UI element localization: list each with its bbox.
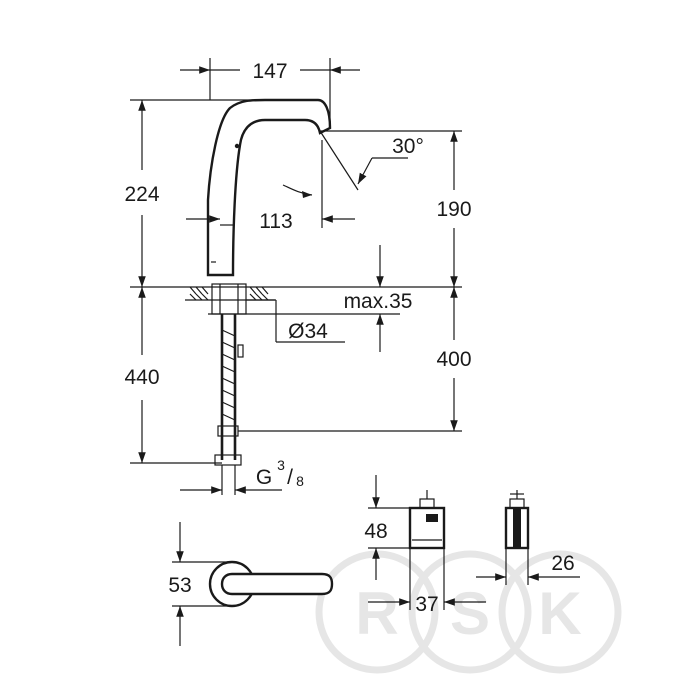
dimension-outlet-height: 190 — [436, 131, 472, 287]
watermark-letter-s: S — [450, 580, 490, 647]
dimension-connection-thread: G 3 / 8 — [180, 457, 304, 494]
counter-top — [130, 283, 462, 315]
watermark-ring-s — [408, 550, 532, 674]
label-thread-slash: / — [287, 466, 293, 489]
dimension-max-thickness: max.35 — [250, 245, 412, 352]
label-max-thickness: max.35 — [344, 290, 413, 313]
watermark-letter-r: R — [355, 580, 398, 647]
dimension-hole-diameter: Ø34 — [246, 299, 345, 343]
label-base-depth: 53 — [168, 574, 191, 597]
label-hole-diameter: Ø34 — [288, 320, 328, 343]
watermark: R S K — [315, 550, 622, 674]
watermark-ring-k — [498, 550, 622, 674]
label-thread-denominator: 8 — [296, 473, 304, 489]
label-hose-length-left: 440 — [124, 366, 159, 389]
dimension-spout-angle: 30° — [282, 130, 462, 198]
label-outlet-height: 190 — [436, 198, 471, 221]
dimension-hose-length-right: 400 — [238, 287, 472, 432]
dimension-total-height: 224 — [124, 99, 265, 287]
dimension-spout-width: 147 — [180, 58, 360, 125]
base-top-view: 53 — [168, 522, 334, 646]
dimension-hose-length-left: 440 — [124, 287, 222, 464]
label-box-height: 48 — [364, 520, 387, 543]
control-box-front: 48 37 — [364, 475, 486, 616]
supply-hose — [214, 314, 244, 495]
label-hose-length-right: 400 — [436, 348, 471, 371]
label-spout-reach: 113 — [259, 210, 292, 233]
dimension-spout-reach: 113 — [186, 140, 355, 233]
label-spout-angle: 30° — [392, 135, 424, 158]
control-box-side: 26 — [476, 490, 580, 585]
label-box-depth: 26 — [551, 552, 574, 575]
label-spout-width: 147 — [252, 60, 287, 83]
label-total-height: 224 — [124, 183, 159, 206]
label-thread-numerator: 3 — [277, 457, 285, 473]
label-thread-g: G — [256, 466, 272, 489]
faucet-body — [206, 98, 332, 277]
watermark-letter-k: K — [538, 580, 581, 647]
label-box-width: 37 — [415, 593, 438, 616]
